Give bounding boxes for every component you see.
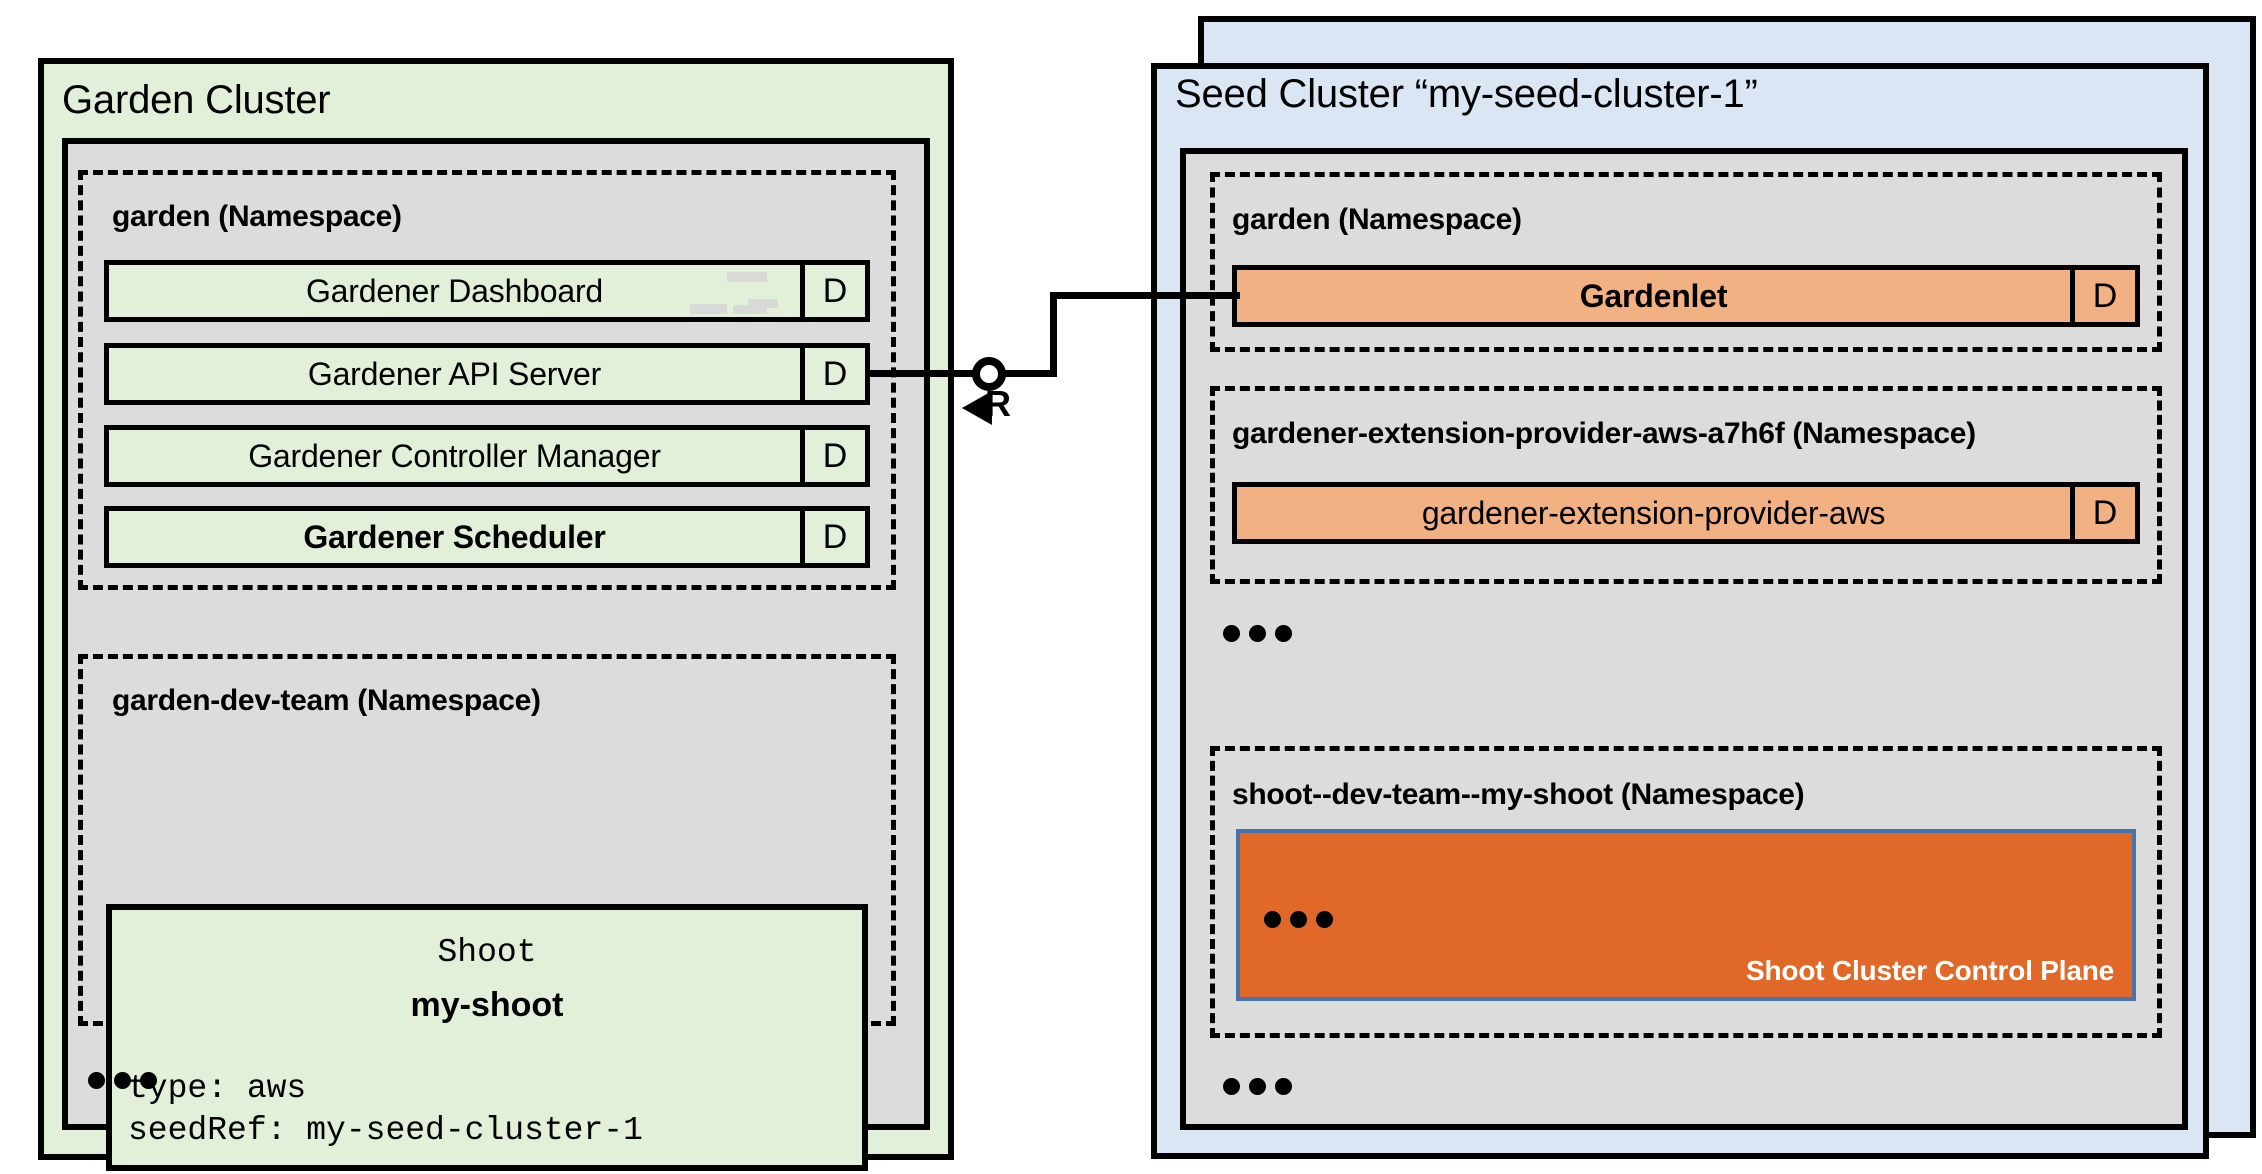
garden-component-gardener-api-server-badge: D — [800, 348, 865, 400]
garden-cluster-title: Garden Cluster — [62, 78, 331, 122]
seed-namespace-garden-title: garden (Namespace) — [1232, 203, 1522, 236]
dot-icon — [1275, 1078, 1292, 1095]
control-plane-more-indicator — [1264, 911, 1333, 928]
render-artifact-mark — [727, 272, 767, 282]
dot-icon — [140, 1072, 157, 1089]
garden-component-gardener-scheduler-badge: D — [800, 511, 865, 563]
dot-icon — [1249, 625, 1266, 642]
garden-component-gardener-controller-manager[interactable]: Gardener Controller Manager D — [104, 425, 870, 487]
connector-segment-riser — [1050, 292, 1057, 377]
seed-more-indicator-middle — [1223, 625, 1292, 642]
dot-icon — [114, 1072, 131, 1089]
shoot-name-label: my-shoot — [410, 986, 564, 1024]
garden-component-gardener-api-server-label: Gardener API Server — [307, 355, 602, 392]
control-plane-label: Shoot Cluster Control Plane — [1746, 955, 2114, 986]
garden-component-gardener-dashboard[interactable]: Gardener Dashboard D — [104, 260, 870, 322]
dot-icon — [1316, 911, 1333, 928]
shoot-cluster-control-plane[interactable]: Shoot Cluster Control Plane — [1236, 829, 2136, 1001]
connector-label-r: R — [985, 383, 1011, 424]
seed-namespace-shoot — [1210, 746, 2162, 1038]
seed-component-gardenlet[interactable]: Gardenlet D — [1232, 265, 2140, 327]
dot-icon — [1223, 1078, 1240, 1095]
seed-namespace-shoot-title: shoot--dev-team--my-shoot (Namespace) — [1232, 778, 1805, 811]
garden-component-gardener-scheduler[interactable]: Gardener Scheduler D — [104, 506, 870, 568]
shoot-resource-box[interactable]: Shoot my-shoot type: aws seedRef: my-see… — [106, 904, 868, 1171]
garden-more-indicator — [88, 1072, 157, 1089]
shoot-spec-seedref: seedRef: my-seed-cluster-1 — [128, 1112, 643, 1149]
connector-segment-left — [866, 370, 978, 377]
garden-component-gardener-dashboard-label: Gardener Dashboard — [305, 272, 604, 309]
dot-icon — [1223, 625, 1240, 642]
garden-namespace-garden — [78, 170, 896, 590]
render-artifact-mark — [733, 305, 767, 314]
seed-component-extension-provider-aws[interactable]: gardener-extension-provider-aws D — [1232, 482, 2140, 544]
seed-more-indicator-bottom — [1223, 1078, 1292, 1095]
dot-icon — [1264, 911, 1281, 928]
seed-namespace-extension-provider-title: gardener-extension-provider-aws-a7h6f (N… — [1232, 417, 1976, 450]
seed-component-gardenlet-label: Gardenlet — [1579, 277, 1728, 314]
connector-segment-mid — [1005, 370, 1057, 377]
dot-icon — [88, 1072, 105, 1089]
seed-namespace-garden — [1210, 172, 2162, 352]
circle-socket-icon — [972, 357, 1006, 391]
seed-namespace-extension-provider — [1210, 386, 2162, 584]
garden-component-gardener-dashboard-badge: D — [800, 265, 865, 317]
garden-namespace-dev-team-title: garden-dev-team (Namespace) — [112, 684, 541, 717]
seed-component-extension-provider-aws-label: gardener-extension-provider-aws — [1421, 494, 1886, 531]
seed-component-gardenlet-badge: D — [2070, 270, 2135, 322]
garden-component-gardener-controller-manager-badge: D — [800, 430, 865, 482]
dot-icon — [1275, 625, 1292, 642]
garden-namespace-garden-title: garden (Namespace) — [112, 200, 402, 233]
seed-cluster-title: Seed Cluster “my-seed-cluster-1” — [1175, 72, 1758, 116]
garden-component-gardener-controller-manager-label: Gardener Controller Manager — [248, 437, 661, 474]
seed-component-extension-provider-aws-badge: D — [2070, 487, 2135, 539]
shoot-kind-label: Shoot — [437, 934, 537, 971]
render-artifact-mark — [748, 299, 778, 308]
dot-icon — [1249, 1078, 1266, 1095]
render-artifact-mark — [690, 304, 727, 314]
garden-component-gardener-scheduler-label: Gardener Scheduler — [303, 518, 606, 555]
left-arrow-icon — [962, 391, 992, 425]
garden-component-gardener-api-server[interactable]: Gardener API Server D — [104, 343, 870, 405]
dot-icon — [1290, 911, 1307, 928]
connector-segment-right — [1050, 292, 1240, 299]
